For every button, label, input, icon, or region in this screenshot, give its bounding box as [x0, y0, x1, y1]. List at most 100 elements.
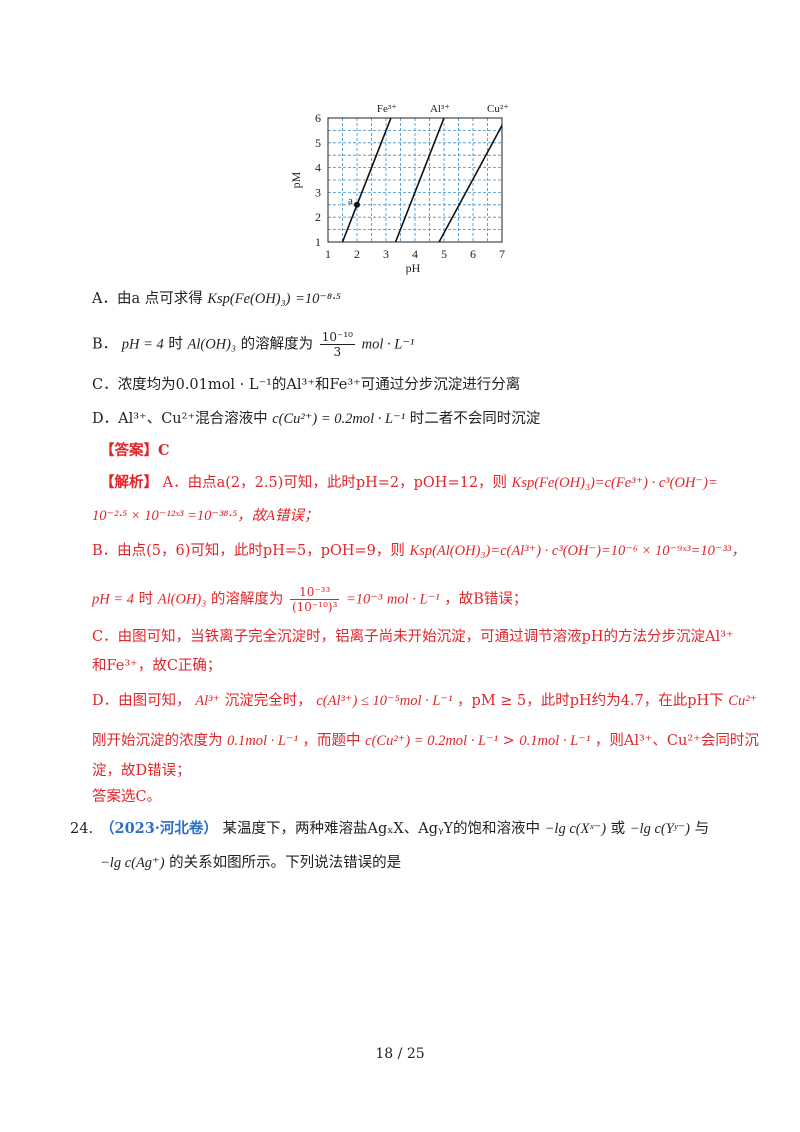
option-a: A．由a 点可求得 Ksp(Fe(OH)₃) =10⁻⁸·⁵ — [92, 288, 341, 310]
option-d-text1: D．Al³⁺、Cu²⁺混合溶液中 — [92, 411, 268, 427]
analysis-c2-text: 和Fe³⁺，故C正确； — [92, 658, 222, 674]
question-24-number: 24. — [70, 821, 94, 837]
analysis-b2-unit: mol · L⁻¹ — [386, 591, 440, 608]
analysis-d1-ion: Al³⁺ — [195, 693, 221, 709]
analysis-b2-num: 10⁻³³ — [289, 585, 340, 600]
analysis-b2-pre: pH = 4 — [92, 591, 135, 608]
point-a-label: a — [348, 195, 353, 207]
question-24-and: 与 — [694, 821, 710, 837]
option-b-sub: Al(OH)₃ — [187, 336, 237, 353]
analysis-c1-text: C．由图可知，当铁离子完全沉淀时，铝离子尚未开始沉淀，可通过调节溶液pH的方法分… — [92, 629, 734, 645]
answer-label: 【答案】 — [100, 442, 158, 459]
x-axis-label: pH — [406, 261, 421, 275]
analysis-d3: 淀，故D错误； — [92, 760, 191, 782]
analysis-a1-expr: Ksp(Fe(OH)₃)=c(Fe³⁺) · c³(OH⁻)= — [511, 475, 718, 491]
page-footer: 18 / 25 — [0, 1046, 800, 1062]
analysis-d1: D．由图可知， Al³⁺ 沉淀完全时， c(Al³⁺) ≤ 10⁻⁵mol · … — [92, 690, 757, 712]
point-a — [354, 201, 360, 208]
option-b-fraction: 10⁻¹⁰ 3 — [319, 330, 355, 359]
series-label-0: Fe³⁺ — [377, 103, 397, 115]
analysis-d1-mid: 沉淀完全时， — [224, 693, 312, 709]
option-b-unit: mol · L⁻¹ — [361, 336, 415, 353]
analysis-final-text: 答案选C。 — [92, 789, 162, 805]
page-number: 18 — [375, 1046, 394, 1062]
analysis-b2: pH = 4 时 Al(OH)₃ 的溶解度为 10⁻³³ (10⁻¹⁰)³ =1… — [92, 585, 527, 614]
analysis-a1: 【解析】 A．由点a(2，2.5)可知，此时pH=2，pOH=12，则 Ksp(… — [100, 472, 718, 494]
analysis-b1-expr: Ksp(Al(OH)₃)=c(Al³⁺) · c³(OH⁻)=10⁻⁶ × 10… — [409, 543, 746, 559]
answer-value: C — [158, 442, 170, 459]
series-label-2: Cu²⁺ — [487, 103, 509, 115]
page-separator: / — [397, 1046, 403, 1062]
question-24-text1: 某温度下，两种难溶盐AgₓX、AgᵧY的饱和溶液中 — [222, 821, 541, 837]
series-line-1 — [394, 117, 445, 243]
y-tick-label: 4 — [315, 161, 321, 175]
option-c: C．浓度均为0.01mol · L⁻¹的Al³⁺和Fe³⁺可通过分步沉淀进行分离 — [92, 374, 520, 396]
series-line-2 — [438, 125, 503, 243]
analysis-d2-post: ，则Al³⁺、Cu²⁺会同时沉 — [594, 733, 759, 749]
question-24-expr2: −lg c(Yʸ⁻) — [629, 821, 690, 837]
option-a-value: =10⁻⁸·⁵ — [295, 291, 341, 307]
x-tick-label: 2 — [354, 247, 360, 261]
analysis-b2-text: 的溶解度为 — [210, 591, 284, 608]
question-24-or: 或 — [610, 821, 626, 837]
analysis-d2-gt: > — [502, 733, 515, 749]
option-b-num: 10⁻¹⁰ — [319, 330, 355, 345]
question-24-source: （2023·河北卷） — [100, 820, 218, 837]
y-axis-label: pM — [289, 171, 303, 188]
analysis-d2-val: 0.1mol · L⁻¹ — [227, 733, 298, 749]
analysis-b2-den: (10⁻¹⁰)³ — [291, 600, 338, 614]
analysis-label: 【解析】 — [100, 474, 158, 491]
analysis-b1-text: B．由点(5，6)可知，此时pH=5，pOH=9，则 — [92, 543, 405, 559]
x-tick-label: 1 — [325, 247, 331, 261]
option-b-label: B． — [92, 336, 118, 353]
option-a-ksp: Ksp(Fe(OH)₃) — [207, 291, 291, 307]
plot-frame — [327, 117, 503, 243]
option-d-text2: 时二者不会同时沉淀 — [409, 411, 541, 427]
question-24-expr3: −lg c(Ag⁺) — [100, 855, 165, 871]
analysis-d1-pre: D．由图可知， — [92, 693, 191, 709]
analysis-a1-text: A．由点a(2，2.5)可知，此时pH=2，pOH=12，则 — [162, 475, 508, 491]
analysis-d1-post: ，pM ≥ 5，此时pH约为4.7，在此pH下 — [457, 693, 724, 709]
option-d-cond: c(Cu²⁺) = 0.2mol · L⁻¹ — [272, 411, 406, 427]
series-label-1: Al³⁺ — [430, 103, 450, 115]
x-tick-label: 4 — [412, 247, 418, 261]
analysis-c2: 和Fe³⁺，故C正确； — [92, 655, 221, 677]
y-tick-label: 5 — [315, 136, 321, 150]
analysis-final: 答案选C。 — [92, 786, 161, 808]
analysis-a2: 10⁻²·⁵ × 10⁻¹²ˣ³ =10⁻³⁸·⁵，故A错误； — [92, 505, 318, 527]
analysis-d2-pre: 刚开始沉淀的浓度为 — [92, 733, 223, 749]
question-24-expr1: −lg c(Xˣ⁻) — [544, 821, 607, 837]
option-b: B． pH = 4 时 Al(OH)₃ 的溶解度为 10⁻¹⁰ 3 mol · … — [92, 330, 414, 359]
analysis-d2-val2: 0.1mol · L⁻¹ — [519, 733, 591, 749]
page-total: 25 — [406, 1046, 425, 1062]
analysis-d2-mid: ，而题中 — [302, 733, 361, 749]
analysis-d2: 刚开始沉淀的浓度为 0.1mol · L⁻¹ ，而题中 c(Cu²⁺) = 0.… — [92, 730, 759, 752]
question-24-line2: −lg c(Ag⁺) 的关系如图所示。下列说法错误的是 — [100, 852, 401, 874]
option-c-text: C．浓度均为0.01mol · L⁻¹的Al³⁺和Fe³⁺可通过分步沉淀进行分离 — [92, 377, 521, 393]
y-tick-label: 6 — [315, 111, 321, 125]
question-24-line1: （2023·河北卷） 某温度下，两种难溶盐AgₓX、AgᵧY的饱和溶液中 −lg… — [100, 818, 709, 840]
analysis-b2-sub: Al(OH)₃ — [157, 591, 207, 608]
option-b-cond: pH = 4 — [121, 336, 164, 353]
x-tick-label: 6 — [470, 247, 476, 261]
y-tick-label: 1 — [315, 235, 321, 249]
analysis-b2-res: =10⁻³ — [346, 591, 383, 608]
analysis-b1: B．由点(5，6)可知，此时pH=5，pOH=9，则 Ksp(Al(OH)₃)=… — [92, 540, 746, 562]
analysis-a2-text: 10⁻²·⁵ × 10⁻¹²ˣ³ =10⁻³⁸·⁵，故A错误； — [92, 508, 319, 524]
analysis-d2-expr: c(Cu²⁺) = 0.2mol · L⁻¹ — [365, 733, 499, 749]
x-tick-label: 5 — [441, 247, 447, 261]
option-b-text: 的溶解度为 — [240, 336, 314, 353]
analysis-d3-text: 淀，故D错误； — [92, 763, 191, 779]
analysis-b2-end: ，故B错误； — [444, 591, 528, 608]
analysis-b2-mid: 时 — [138, 591, 154, 608]
option-b-den: 3 — [333, 345, 342, 359]
option-a-label: A．由a 点可求得 — [92, 291, 203, 307]
analysis-c1: C．由图可知，当铁离子完全沉淀时，铝离子尚未开始沉淀，可通过调节溶液pH的方法分… — [92, 626, 734, 648]
question-24-text2: 的关系如图所示。下列说法错误的是 — [169, 855, 402, 871]
option-b-mid: 时 — [168, 336, 183, 353]
analysis-d1-expr: c(Al³⁺) ≤ 10⁻⁵mol · L⁻¹ — [316, 693, 453, 709]
analysis-b2-fraction: 10⁻³³ (10⁻¹⁰)³ — [289, 585, 340, 614]
x-tick-label: 7 — [499, 247, 505, 261]
